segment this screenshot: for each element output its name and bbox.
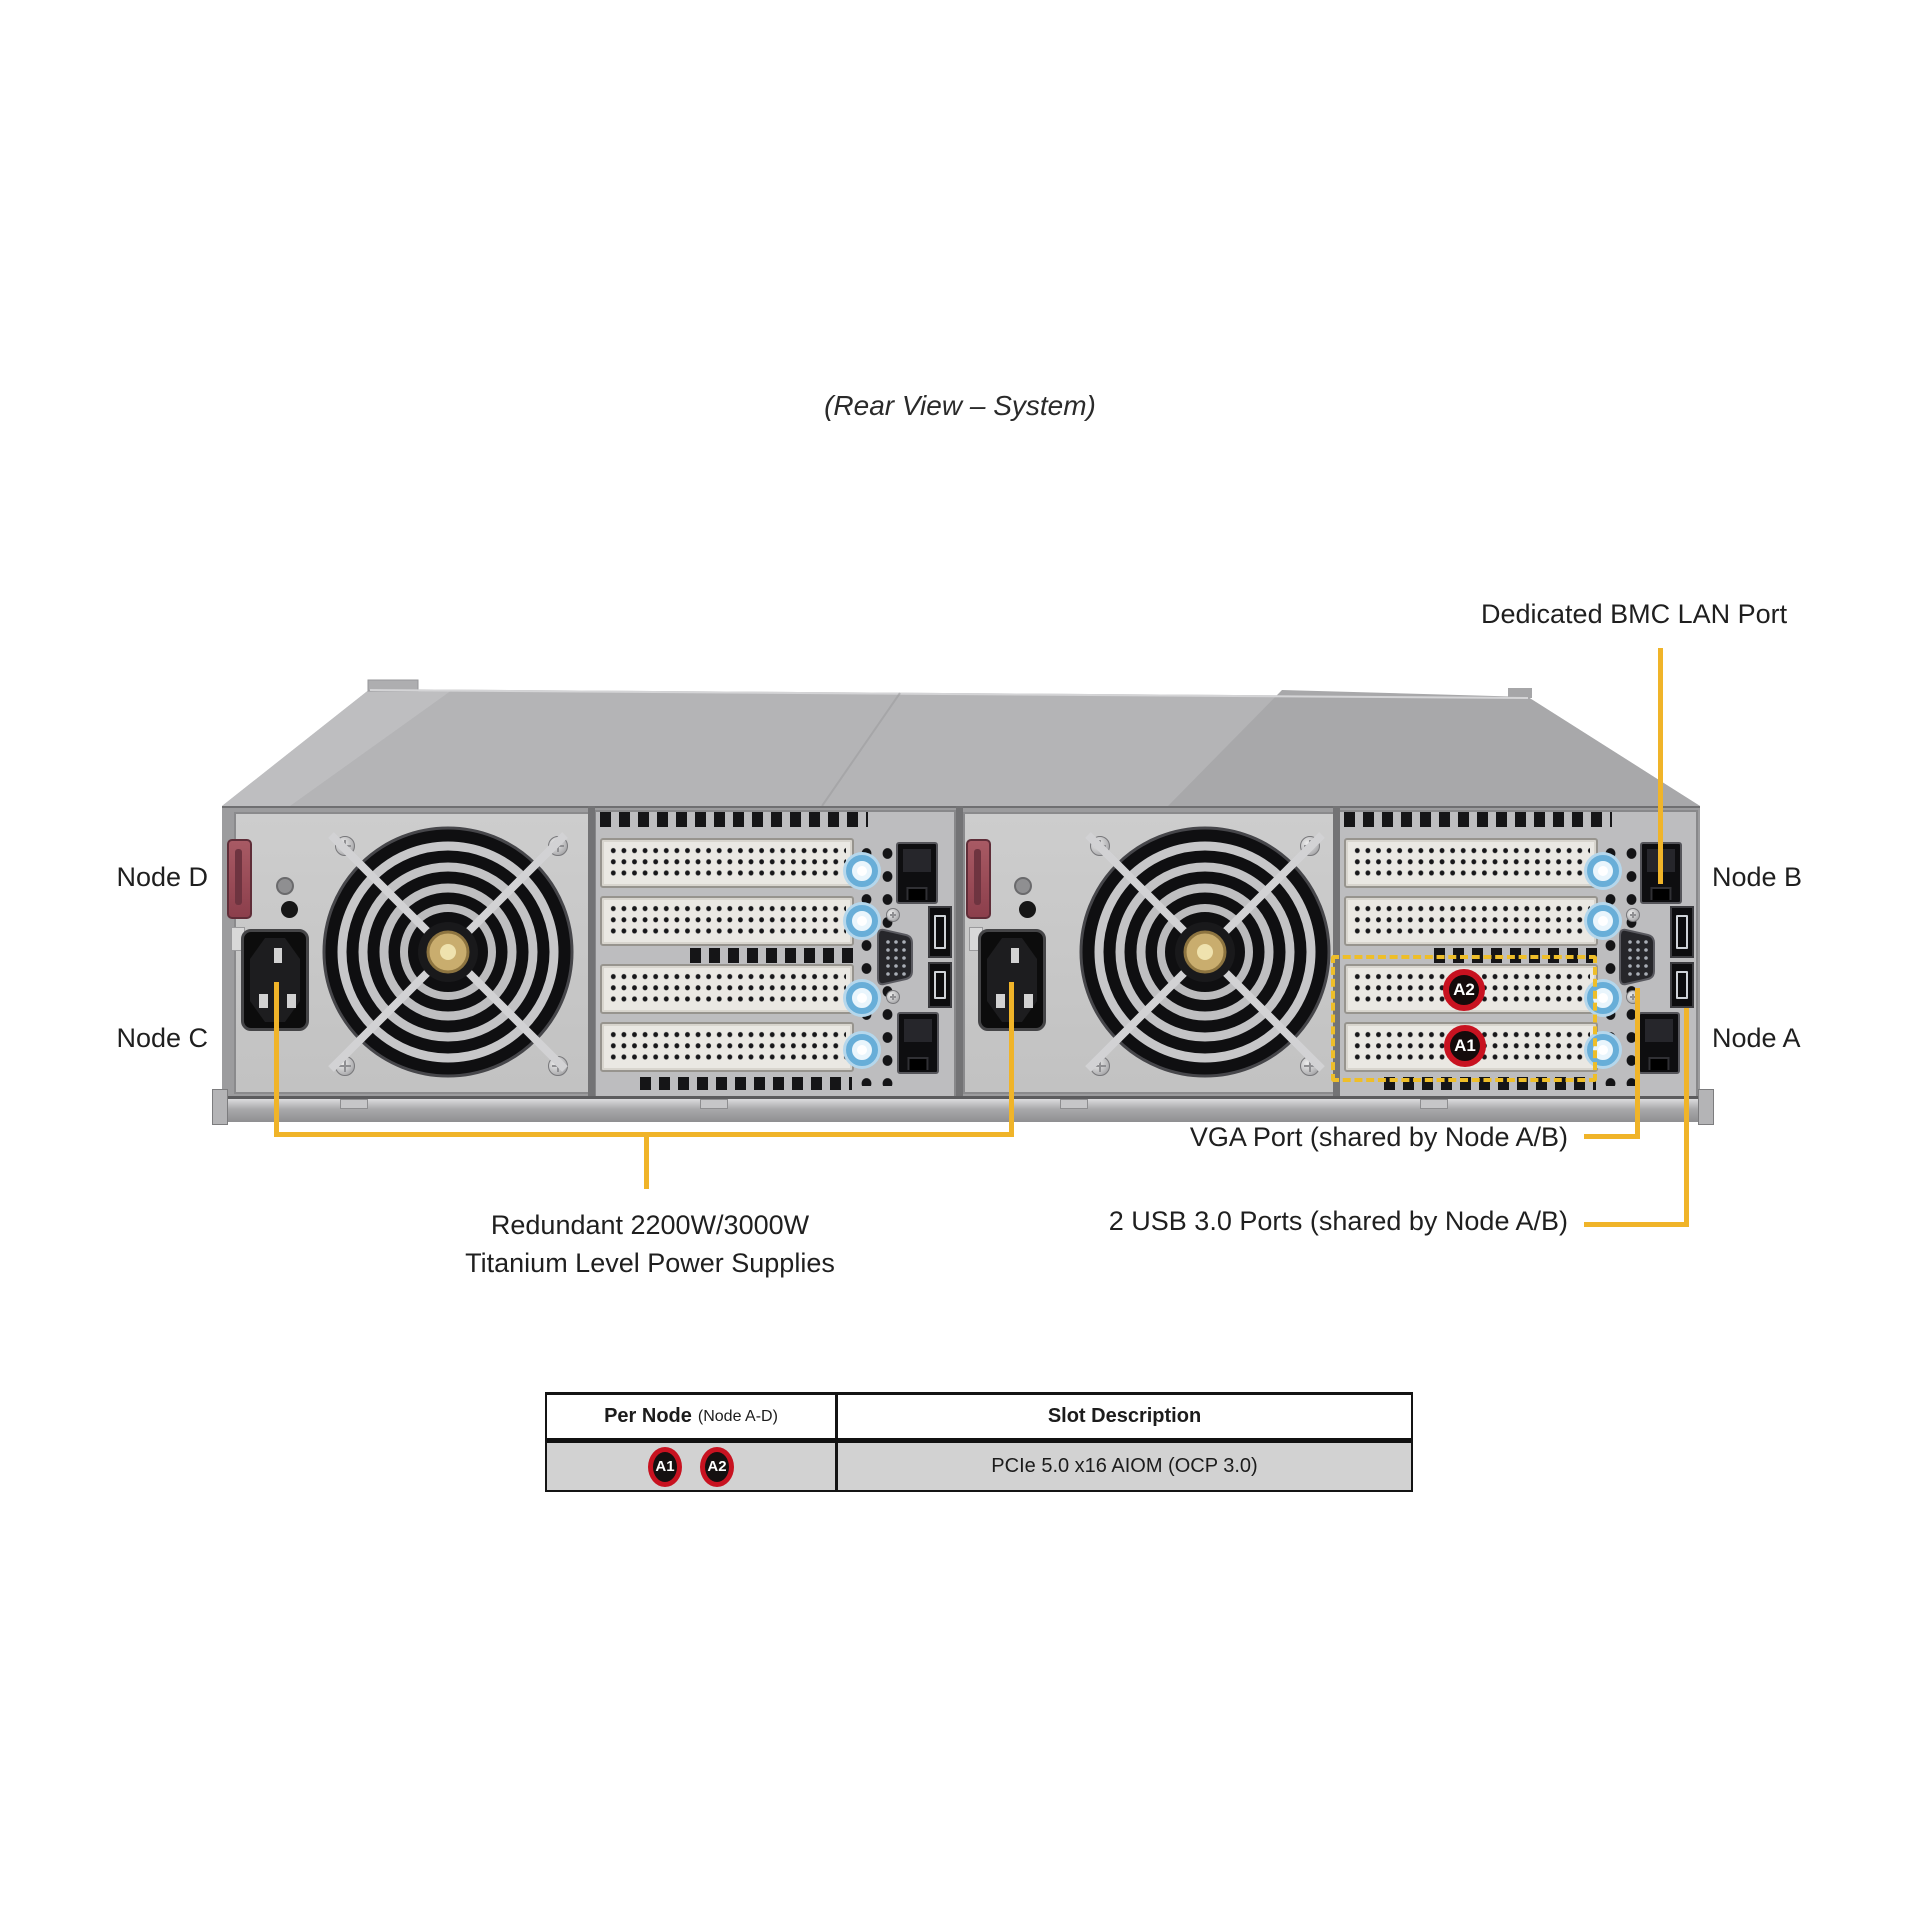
vga-port-label: VGA Port (shared by Node A/B): [1189, 1122, 1568, 1152]
thumbscrew: [846, 982, 878, 1014]
callout-line-vga-horizontal: [1584, 1134, 1640, 1139]
fan-screw: [335, 836, 355, 856]
chassis-ear-left: [212, 1089, 228, 1125]
per-node-heading: Per Node: [604, 1405, 692, 1427]
pcie-slot-cover: [1344, 838, 1598, 888]
callout-line-usb-horizontal: [1584, 1222, 1689, 1227]
thumbscrew: [846, 905, 878, 937]
port-screw: [886, 908, 900, 922]
psu-label-line1: Redundant 2200W/3000W: [490, 1210, 810, 1240]
table-header-slot-description: Slot Description: [838, 1395, 1411, 1438]
inlet-pin: [259, 994, 268, 1008]
table-data-row: A1 A2 PCIe 5.0 x16 AIOM (OCP 3.0): [547, 1443, 1411, 1490]
usb-ports-label: 2 USB 3.0 Ports (shared by Node A/B): [1108, 1206, 1568, 1236]
pcie-slot-cover: [600, 896, 854, 946]
rail-tab: [700, 1099, 728, 1109]
slot-description-table: Per Node (Node A-D) Slot Description A1 …: [545, 1392, 1413, 1492]
port-screw: [1626, 908, 1640, 922]
thumbscrew: [1587, 982, 1619, 1014]
table-badge-a2-label: A2: [707, 1458, 727, 1475]
vent-row: [600, 812, 868, 827]
lan-port-node-a: [1638, 1012, 1680, 1074]
inlet-pin: [287, 994, 296, 1008]
psu-release-handle-left: [227, 839, 252, 919]
inlet-pin: [1011, 948, 1019, 963]
usb-port: [928, 962, 952, 1008]
vent-row: [640, 1077, 852, 1090]
table-header-per-node: Per Node (Node A-D): [547, 1395, 838, 1438]
pcie-slot-cover: [600, 1022, 854, 1072]
table-cell-badges: A1 A2: [547, 1443, 838, 1490]
usb-port-shared: [1670, 962, 1694, 1008]
slot-description-heading: Slot Description: [1047, 1405, 1202, 1427]
callout-line-psu-drop: [644, 1132, 649, 1189]
callout-line-bmc: [1658, 648, 1663, 884]
inlet-pin: [274, 948, 282, 963]
fan-screw: [1300, 836, 1320, 856]
node-c-label: Node C: [116, 1023, 208, 1053]
per-node-note: (Node A-D): [697, 1407, 778, 1425]
aiom-slot-highlight-box: [1331, 955, 1597, 1082]
fan-screw: [548, 1056, 568, 1076]
fan-screw: [1090, 1056, 1110, 1076]
psu-hole: [281, 901, 298, 918]
lan-port-node-c: [897, 1012, 939, 1074]
thumbscrew: [846, 1034, 878, 1066]
module-seam: [956, 806, 963, 1096]
rail-tab: [340, 1099, 368, 1109]
module-seam: [1333, 806, 1340, 1096]
thumbscrew: [1587, 1034, 1619, 1066]
thumbscrew: [1587, 855, 1619, 887]
usb-port: [928, 906, 952, 958]
callout-line-vga-vertical: [1635, 988, 1640, 1139]
rail-tab: [1060, 1099, 1088, 1109]
slot-badge-a1-label: A1: [1454, 1036, 1476, 1055]
bmc-lan-port: [1640, 842, 1682, 904]
slot-badge-a2-label: A2: [1453, 980, 1475, 999]
module-seam: [588, 806, 595, 1096]
fan-screw: [335, 1056, 355, 1076]
inlet-pin: [1024, 994, 1033, 1008]
callout-line-usb-vertical: [1684, 1008, 1689, 1227]
node-a-label: Node A: [1712, 1023, 1801, 1053]
usb-port-shared: [1670, 906, 1694, 958]
thumbscrew: [846, 855, 878, 887]
callout-line-psu-right: [1009, 982, 1014, 1137]
psu-release-handle-right: [966, 839, 991, 919]
table-badge-a2: A2: [700, 1446, 734, 1487]
chassis-ear-right: [1698, 1089, 1714, 1125]
inlet-pin: [996, 994, 1005, 1008]
slot-badge-a1: A1: [1444, 1025, 1486, 1067]
table-badge-a1: A1: [648, 1446, 682, 1487]
pcie-slot-cover: [600, 838, 854, 888]
slot-badge-a2: A2: [1443, 969, 1485, 1011]
slot-description-value: PCIe 5.0 x16 AIOM (OCP 3.0): [991, 1455, 1258, 1477]
callout-line-psu-left: [274, 982, 279, 1137]
fan-screw: [1090, 836, 1110, 856]
vent-row: [1344, 812, 1612, 827]
vent-row: [690, 948, 854, 963]
node-b-label: Node B: [1712, 862, 1803, 892]
port-screw: [886, 990, 900, 1004]
table-header-row: Per Node (Node A-D) Slot Description: [547, 1395, 1411, 1443]
chassis-bottom-rail: [214, 1096, 1712, 1122]
psu-hole: [276, 877, 294, 895]
rail-tab: [1420, 1099, 1448, 1109]
node-d-label: Node D: [116, 862, 208, 892]
psu-hole: [1019, 901, 1036, 918]
lan-port-node-d: [896, 842, 938, 904]
psu-label-line2: Titanium Level Power Supplies: [465, 1248, 835, 1278]
fan-screw: [548, 836, 568, 856]
thumbscrew: [1587, 905, 1619, 937]
fan-screw: [1300, 1056, 1320, 1076]
table-badge-a1-label: A1: [655, 1458, 675, 1475]
pcie-slot-cover: [1344, 896, 1598, 946]
page-title: (Rear View – System): [824, 390, 1096, 421]
pcie-slot-cover: [600, 964, 854, 1014]
psu-hole: [1014, 877, 1032, 895]
psu-label: Redundant 2200W/3000W Titanium Level Pow…: [385, 1206, 915, 1282]
table-cell-description: PCIe 5.0 x16 AIOM (OCP 3.0): [838, 1443, 1411, 1490]
bmc-lan-label: Dedicated BMC LAN Port: [1481, 599, 1788, 629]
